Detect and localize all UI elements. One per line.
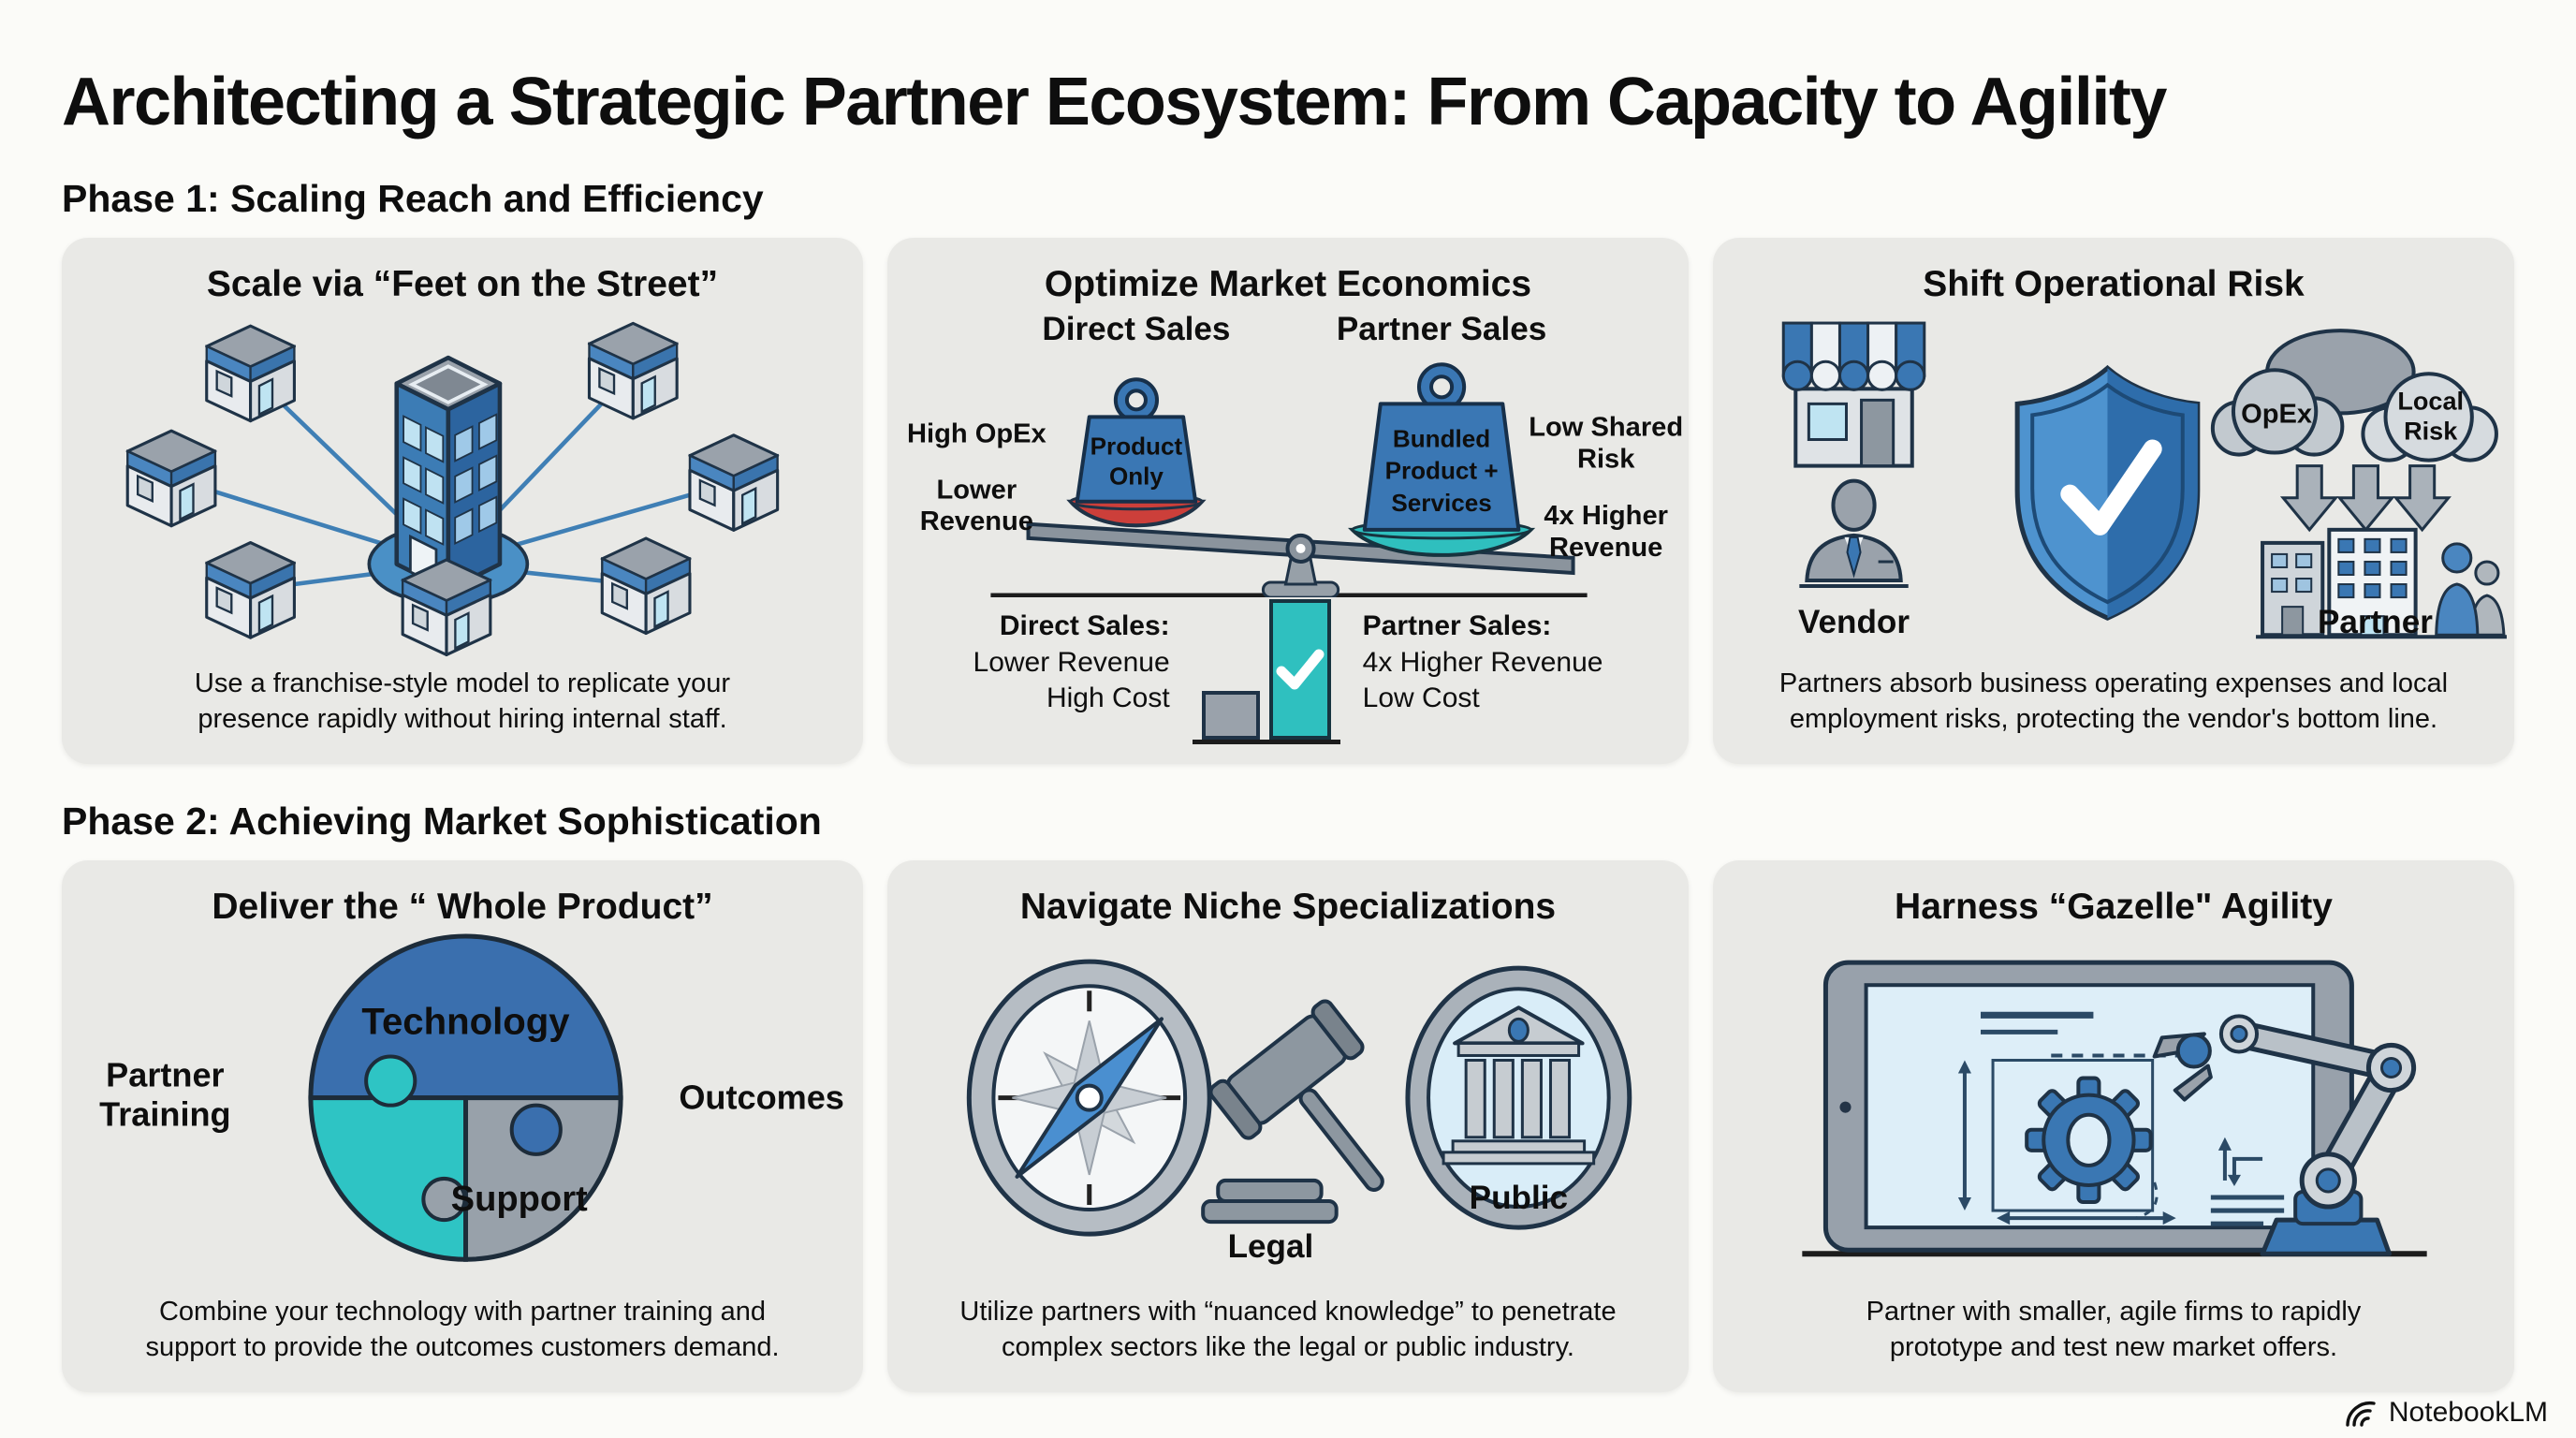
training-piece [308, 1094, 469, 1262]
support-label: Support [451, 1179, 588, 1219]
panel-gazelle-agility: Harness “Gazelle" Agility [1713, 859, 2514, 1392]
panel-whole-product: Deliver the “ Whole Product” Technology … [62, 859, 863, 1392]
niche-illustration: Legal Public [966, 959, 1632, 1265]
panel-feet-title: Scale via “Feet on the Street” [206, 263, 719, 304]
legal-label: Legal [1228, 1228, 1314, 1265]
notebooklm-watermark: NotebookLM [2344, 1397, 2548, 1429]
public-sector-icon: Public [1405, 965, 1632, 1230]
svg-text:Risk: Risk [2404, 416, 2458, 445]
gear-icon [2025, 1076, 2153, 1204]
risk-shift-illustration: Vendor OpEx [1781, 321, 2507, 640]
vendor-label: Vendor [1798, 604, 1910, 640]
balance-scale-illustration: Direct Sales Partner Sales [907, 311, 1683, 597]
revenue-bars [1192, 598, 1340, 744]
partner-people-icon [2435, 542, 2506, 637]
phase2-panels: Deliver the “ Whole Product” Technology … [62, 859, 2514, 1392]
compass-icon [966, 959, 1212, 1237]
gavel-icon [1201, 999, 1384, 1224]
panel-risk-caption: Partners absorb business operating expen… [1778, 668, 2449, 735]
panel-agility-title: Harness “Gazelle" Agility [1895, 886, 2333, 927]
lower-revenue-label: Lower [937, 475, 1017, 505]
outcomes-label: Outcomes [679, 1078, 844, 1116]
panel-market-economics: Optimize Market Economics Direct Sales P… [887, 237, 1689, 764]
phase2-heading: Phase 2: Achieving Market Sophistication [62, 799, 822, 843]
panel-whole-product-title: Deliver the “ Whole Product” [212, 886, 713, 927]
direct-sales-header: Direct Sales [1042, 311, 1230, 347]
direct-revenue-bar [1201, 690, 1260, 740]
panel-niche-title: Navigate Niche Specializations [1019, 886, 1557, 927]
support-piece [463, 1094, 623, 1262]
storefront-icon [1781, 321, 1926, 468]
down-arrow-icons [2279, 463, 2452, 532]
phase1-heading: Phase 1: Scaling Reach and Efficiency [62, 176, 764, 220]
partner-sales-header: Partner Sales [1337, 311, 1546, 347]
svg-text:Training: Training [99, 1094, 230, 1133]
svg-text:Product: Product [1090, 432, 1183, 460]
svg-text:Bundled: Bundled [1393, 424, 1490, 452]
opex-cloud-label: OpEx [2241, 399, 2312, 429]
public-label: Public [1470, 1180, 1568, 1216]
svg-text:Services: Services [1391, 488, 1491, 516]
page-title: Architecting a Strategic Partner Ecosyst… [62, 65, 2167, 139]
franchise-network-illustration [125, 321, 780, 656]
partner-label: Partner [2318, 604, 2433, 640]
risk-clouds-icon: OpEx Local Risk [2210, 328, 2498, 532]
partner-sales-summary: Partner Sales: 4x Higher Revenue Low Cos… [1362, 610, 1603, 713]
puzzle-circle-illustration: Technology Support Partner Training Outc… [99, 933, 844, 1262]
panel-economics-title: Optimize Market Economics [1044, 263, 1532, 304]
headquarters-building-icon [394, 355, 503, 593]
panel-niche-specializations: Navigate Niche Specializations [887, 859, 1689, 1392]
local-risk-cloud-label: Local [2397, 386, 2464, 415]
svg-text:Risk: Risk [1577, 444, 1635, 474]
shield-check-icon [2014, 364, 2201, 621]
panel-agility-caption: Partner with smaller, agile firms to rap… [1866, 1297, 2362, 1363]
partner-weight-icon: Bundled Product + Services [1362, 361, 1521, 532]
technology-label: Technology [361, 1000, 570, 1042]
panel-niche-caption: Utilize partners with “nuanced knowledge… [959, 1297, 1617, 1363]
panel-risk-title: Shift Operational Risk [1923, 263, 2305, 304]
svg-text:Revenue: Revenue [920, 506, 1033, 536]
svg-text:Revenue: Revenue [1549, 533, 1662, 563]
economics-comparison: Direct Sales: Lower Revenue High Cost [887, 598, 1689, 744]
prototype-illustration [1802, 960, 2427, 1256]
higher-revenue-label: 4x Higher [1544, 500, 1668, 530]
notebooklm-logo-icon [2346, 1401, 2376, 1427]
blueprint-drawing [1957, 1011, 2285, 1226]
check-icon [1276, 649, 1325, 690]
direct-sales-summary: Direct Sales: Lower Revenue High Cost [973, 610, 1170, 713]
vendor-person-icon [1799, 478, 1909, 588]
robot-arm-icon [2152, 1013, 2417, 1256]
partner-training-label: Partner [106, 1055, 224, 1093]
svg-text:Product +: Product + [1385, 456, 1499, 484]
panel-feet-on-street: Scale via “Feet on the Street” [62, 237, 863, 764]
low-shared-risk-label: Low Shared [1529, 412, 1683, 442]
panel-operational-risk: Shift Operational Risk [1713, 237, 2514, 764]
panel-feet-caption: Use a franchise-style model to replicate… [194, 668, 731, 735]
panel-whole-product-caption: Combine your technology with partner tra… [145, 1297, 780, 1363]
watermark-text: NotebookLM [2388, 1397, 2548, 1428]
svg-text:Only: Only [1109, 462, 1164, 490]
direct-weight-icon: Product Only [1075, 376, 1198, 504]
content: Architecting a Strategic Partner Ecosyst… [62, 65, 2514, 1392]
phase1-panels: Scale via “Feet on the Street” [62, 237, 2514, 764]
partner-revenue-bar [1268, 598, 1331, 740]
high-opex-label: High OpEx [907, 418, 1046, 448]
